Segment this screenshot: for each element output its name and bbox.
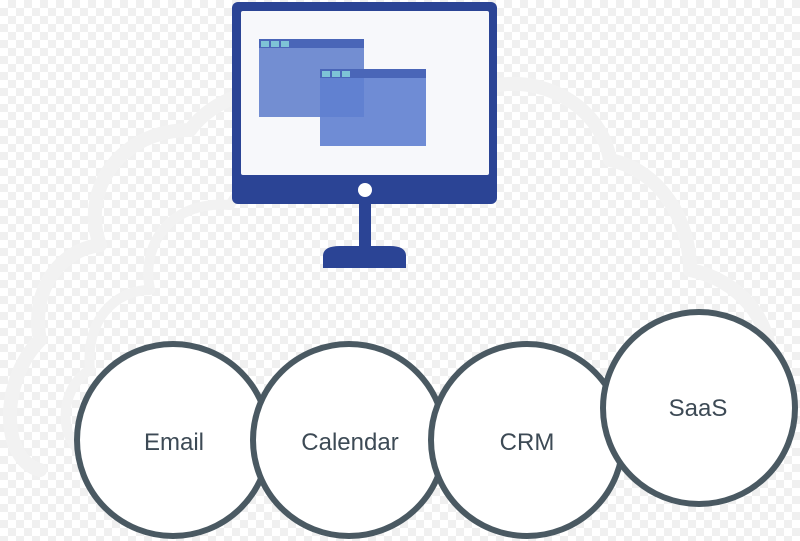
monitor-neck xyxy=(359,204,371,246)
saas-label: SaaS xyxy=(669,395,728,422)
email-label: Email xyxy=(144,429,204,456)
back-window-button-1 xyxy=(261,41,269,47)
service-circles xyxy=(74,309,798,539)
back-window-titlebar xyxy=(259,39,364,48)
front-window-button-3 xyxy=(342,71,350,77)
saas-circle xyxy=(600,309,798,507)
monitor-power-button xyxy=(358,183,372,197)
monitor-stand-base xyxy=(323,246,406,268)
desktop-monitor-icon xyxy=(232,2,497,268)
front-window-icon xyxy=(320,69,426,146)
calendar-label: Calendar xyxy=(301,429,398,456)
back-window-button-2 xyxy=(271,41,279,47)
front-window-button-2 xyxy=(332,71,340,77)
front-window-button-1 xyxy=(322,71,330,77)
front-window-titlebar xyxy=(320,69,426,78)
back-window-button-3 xyxy=(281,41,289,47)
front-window-body xyxy=(320,69,426,146)
crm-label: CRM xyxy=(500,429,555,456)
